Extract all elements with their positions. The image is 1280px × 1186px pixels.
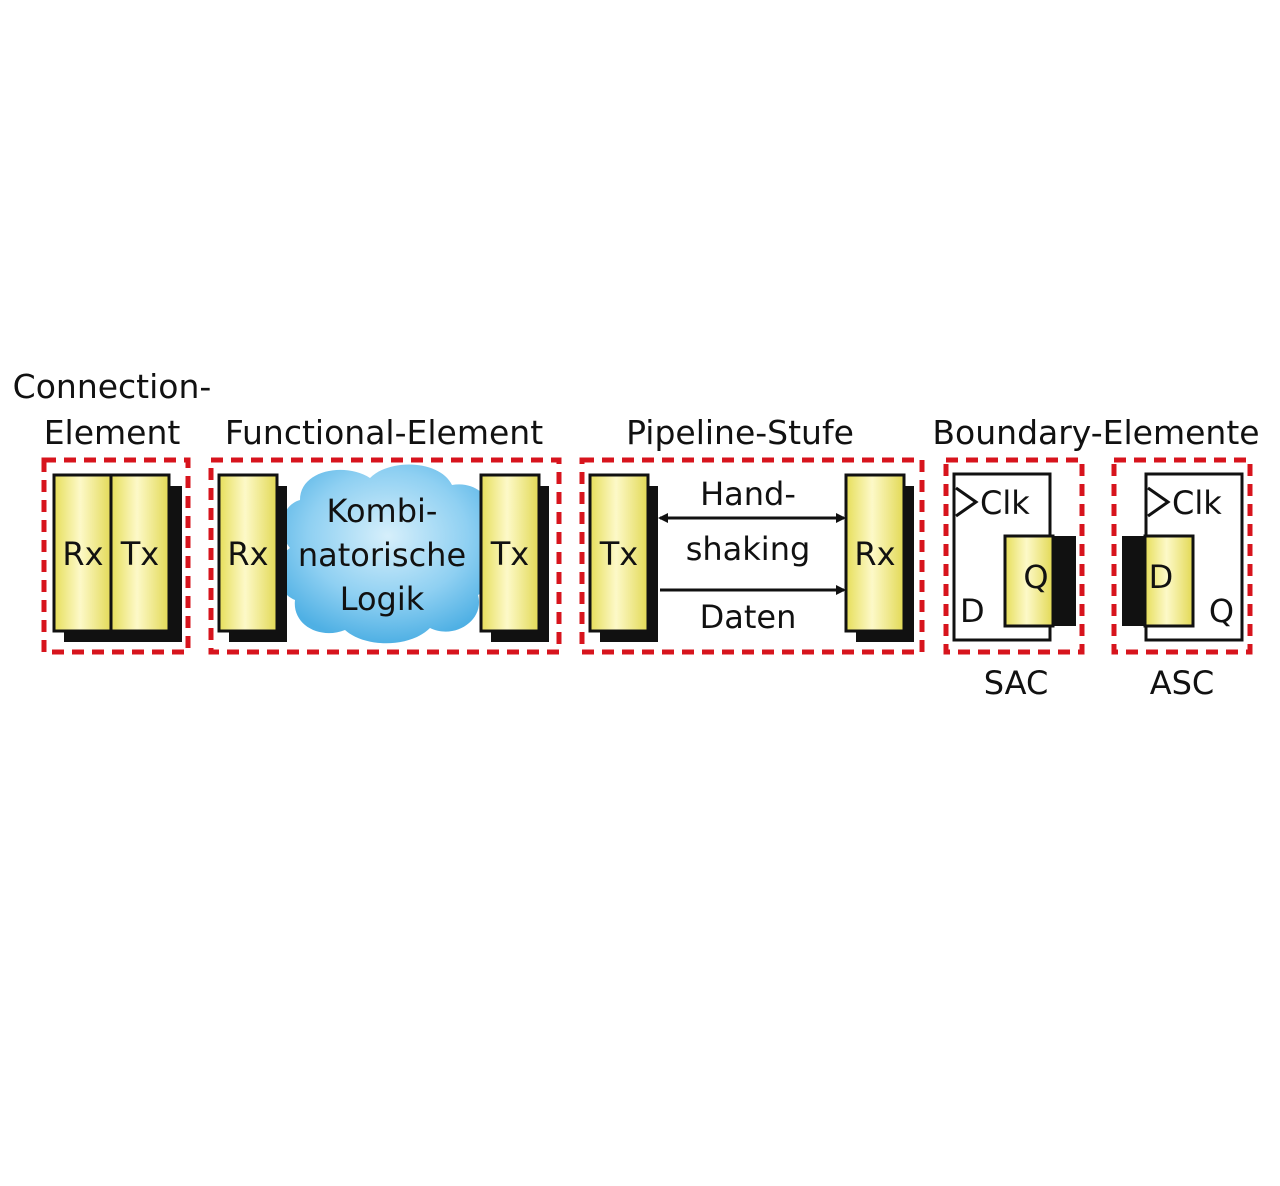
header-boundary: Boundary-Elemente [932, 413, 1259, 452]
asc-d-label: D [1149, 558, 1174, 596]
boundary-sac: Clk D Q SAC [943, 457, 1085, 702]
functional-rx-label: Rx [227, 535, 268, 573]
pipeline-tx-label: Tx [599, 535, 638, 573]
functional-tx-label: Tx [490, 535, 529, 573]
sac-clk-label: Clk [980, 484, 1030, 522]
sac-clock-icon [955, 486, 979, 518]
handshake-label-line2: shaking [686, 530, 811, 568]
combinational-logic-cloud [277, 464, 499, 644]
header-functional: Functional-Element [225, 413, 543, 452]
sac-dashed-border [943, 457, 1085, 655]
header-connection-line1: Connection- [13, 367, 212, 406]
connection-tx-register [109, 473, 171, 633]
functional-tx-register [479, 473, 541, 633]
header-connection-line2: Element [44, 413, 181, 452]
boundary-asc: Clk Q D ASC [1111, 457, 1253, 702]
functional-rx-register [217, 473, 279, 633]
asc-q-label: Q [1209, 592, 1234, 630]
asc-dashed-border [1111, 457, 1253, 655]
header-pipeline: Pipeline-Stufe [626, 413, 854, 452]
sac-q-label: Q [1023, 558, 1048, 596]
handshake-label-line1: Hand- [700, 475, 796, 513]
pipeline-rx-register [844, 473, 906, 633]
sac-latch [1003, 534, 1055, 628]
connection-rx-register [52, 473, 114, 633]
asc-caption: ASC [1150, 664, 1215, 702]
data-label: Daten [700, 598, 797, 636]
sac-d-label: D [960, 592, 985, 630]
logic-label-line2: natorische [298, 536, 466, 574]
sac-caption: SAC [984, 664, 1049, 702]
pipeline-rx-label: Rx [854, 535, 895, 573]
pipeline-stage: Tx Rx Hand- shaking Daten [579, 457, 925, 655]
logic-label-line1: Kombi- [327, 492, 438, 530]
connection-element: Rx Tx [41, 457, 191, 655]
asc-latch [1143, 534, 1195, 628]
functional-dashed-border [208, 457, 562, 655]
asc-clk-label: Clk [1172, 484, 1222, 522]
connection-tx-label: Tx [120, 535, 159, 573]
functional-element: Rx Tx Kombi- natorische Logik [208, 457, 562, 655]
connection-dashed-border [41, 457, 191, 655]
connection-rx-label: Rx [62, 535, 103, 573]
pipeline-tx-register [588, 473, 650, 633]
pipeline-dashed-border [579, 457, 925, 655]
asc-clock-icon [1147, 486, 1171, 518]
logic-label-line3: Logik [340, 580, 425, 618]
